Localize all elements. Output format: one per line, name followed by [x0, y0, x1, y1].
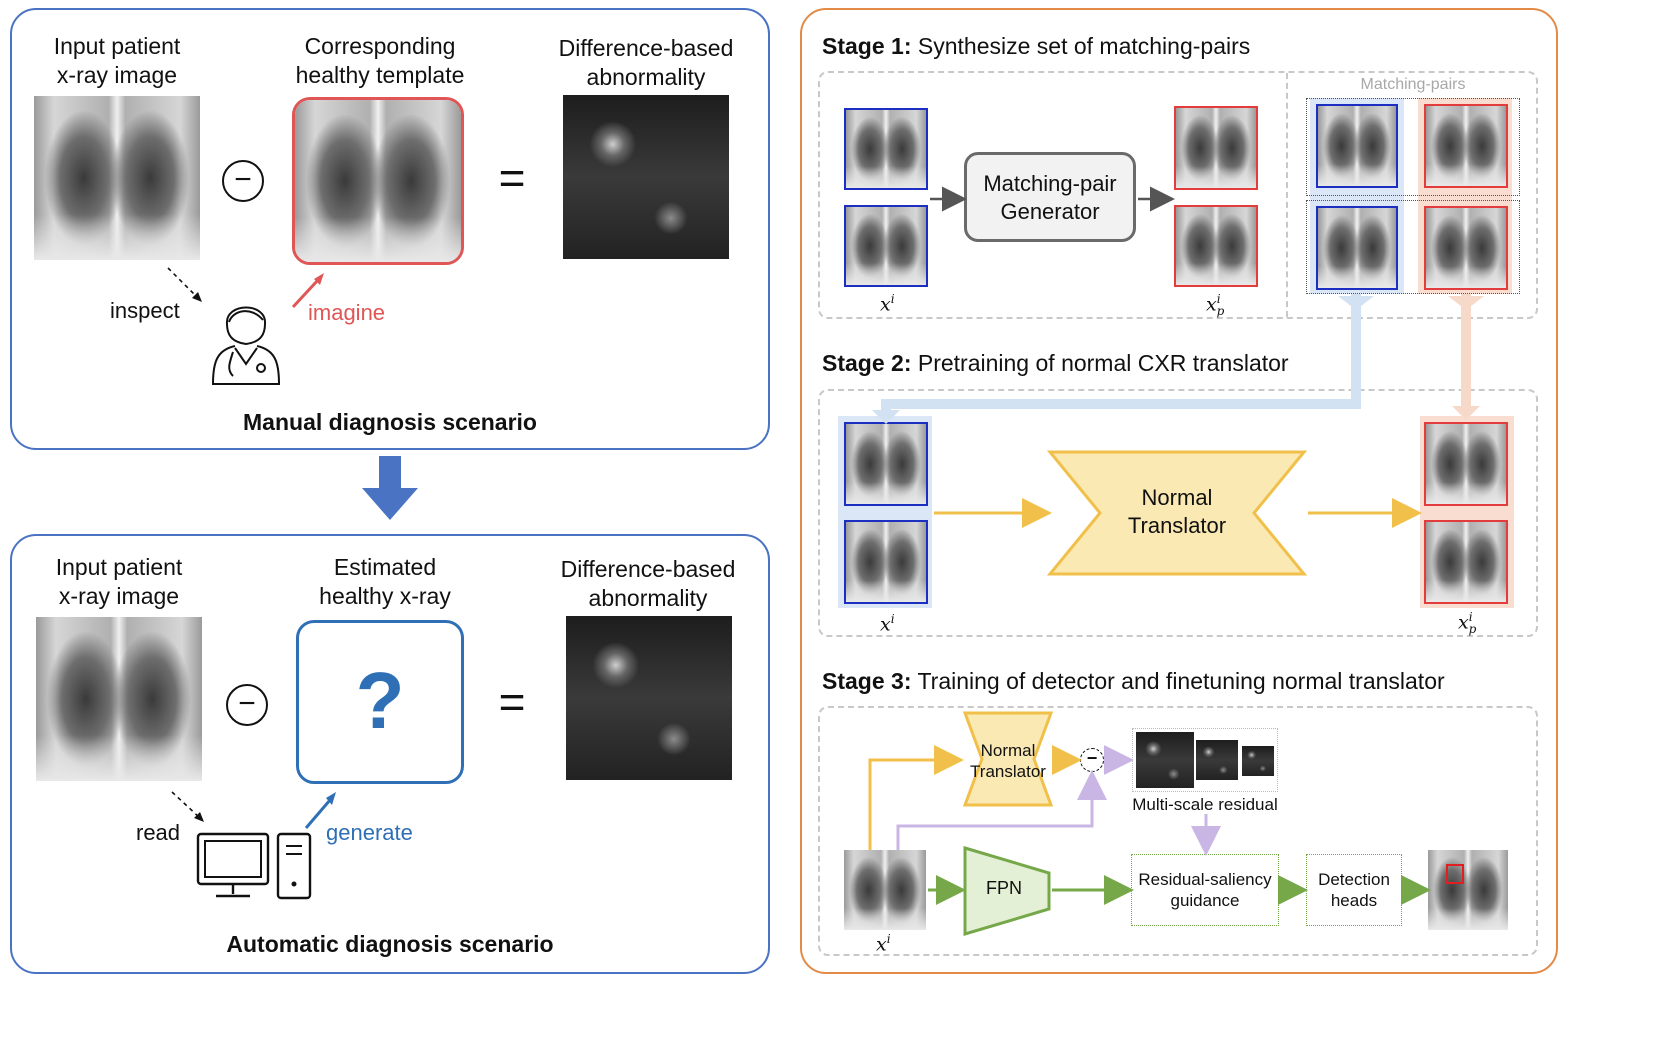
- stage2-input-xray-2: [844, 520, 928, 604]
- healthy-template-frame: [292, 97, 464, 265]
- doctor-icon: [211, 306, 281, 385]
- generate-label: generate: [326, 820, 413, 845]
- matching-pair-row-1: [1306, 98, 1520, 196]
- minus-symbol: −: [222, 160, 264, 202]
- pair2-source-xray: [1316, 206, 1398, 290]
- stage1-divider: [1286, 73, 1288, 317]
- stage3-translator-label: Normal Translator: [970, 741, 1046, 781]
- pair1-source-xray: [1316, 104, 1398, 188]
- stage3-input-xray: [844, 850, 926, 930]
- manual-template-label: Corresponding healthy template: [295, 33, 465, 88]
- detection-heads: Detection heads: [1306, 854, 1402, 926]
- matching-pair-row-2: [1306, 200, 1520, 294]
- generate-arrow: [304, 799, 332, 829]
- manual-scenario-panel: [10, 8, 770, 450]
- residual-scale-2: [1196, 740, 1238, 780]
- question-mark: ?: [355, 656, 405, 745]
- manual-diff-label: Difference-based abnormality: [558, 35, 734, 90]
- read-arrow: [171, 791, 201, 819]
- equals-symbol: =: [498, 152, 526, 204]
- auto-minus-symbol: −: [226, 684, 268, 726]
- pair1-target-xray: [1424, 104, 1508, 188]
- read-label: read: [136, 820, 181, 845]
- manual-input-xray: [34, 96, 200, 260]
- pair2-target-xray: [1424, 206, 1508, 290]
- manual-arrows: [167, 267, 324, 309]
- detection-output-xray: [1428, 850, 1508, 930]
- manual-input-label: Input patient x-ray image: [53, 33, 181, 88]
- stage2-input-xray-1: [844, 422, 928, 506]
- scenario-transition-arrow: [362, 456, 418, 520]
- auto-diff-label: Difference-based abnormality: [560, 556, 736, 611]
- detection-bounding-box: [1446, 864, 1464, 884]
- automatic-scenario-title: Automatic diagnosis scenario: [226, 931, 554, 957]
- residual-scale-3: [1242, 746, 1274, 776]
- inspect-label: inspect: [110, 298, 180, 323]
- manual-scenario-title: Manual diagnosis scenario: [243, 409, 537, 435]
- estimated-healthy-box: ?: [296, 620, 464, 784]
- stage1-title: Stage 1: Synthesize set of matching-pair…: [822, 33, 1251, 59]
- stage2-x-label: xi: [880, 612, 895, 636]
- fpn-shape: [963, 845, 1051, 937]
- auto-equals-symbol: =: [498, 676, 526, 728]
- training-stages-panel: [800, 8, 1558, 974]
- computer-icon: [196, 832, 312, 900]
- fpn-label: FPN: [986, 878, 1022, 898]
- auto-input-xray: [36, 617, 202, 781]
- stage1-output-xray-1: [1174, 106, 1258, 190]
- healthy-template-xray: [295, 100, 461, 262]
- auto-input-label: Input patient x-ray image: [55, 554, 183, 609]
- stage1-x-label: xi: [880, 292, 895, 316]
- auto-diff-image: [566, 616, 732, 780]
- residual-scale-1: [1136, 732, 1194, 788]
- multi-scale-residual-label: Multi-scale residual: [1132, 795, 1278, 814]
- stage3-title: Stage 3: Training of detector and finetu…: [822, 668, 1445, 694]
- stage1-input-xray-1: [844, 108, 928, 190]
- stage3-box: [818, 706, 1538, 956]
- matching-pair-generator: Matching-pair Generator: [964, 152, 1136, 242]
- stage1-xp-label: xip: [1206, 292, 1225, 319]
- residual-saliency-guidance: Residual-saliency guidance: [1131, 854, 1279, 926]
- stage1-output-xray-2: [1174, 205, 1258, 287]
- manual-diff-image: [563, 95, 729, 259]
- stage2-title: Stage 2: Pretraining of normal CXR trans…: [822, 350, 1289, 376]
- imagine-arrow: [291, 278, 320, 309]
- stage3-minus-node: −: [1080, 748, 1104, 772]
- stage3-x-label: xi: [876, 932, 891, 956]
- stage2-translator-label: Normal Translator: [1127, 485, 1227, 538]
- imagine-label: imagine: [308, 300, 386, 325]
- stage1-input-xray-2: [844, 205, 928, 287]
- matching-pairs-label: Matching-pairs: [1360, 76, 1466, 93]
- stage2-translator-shape: [1046, 450, 1308, 576]
- inspect-arrow: [167, 267, 199, 299]
- stage2-target-xray-2: [1424, 520, 1508, 604]
- stage2-xp-label: xip: [1458, 610, 1477, 637]
- stage2-target-xray-1: [1424, 422, 1508, 506]
- auto-arrows: [171, 791, 336, 829]
- automatic-scenario-panel: [10, 534, 770, 974]
- estimated-label: Estimated healthy x-ray: [319, 554, 451, 609]
